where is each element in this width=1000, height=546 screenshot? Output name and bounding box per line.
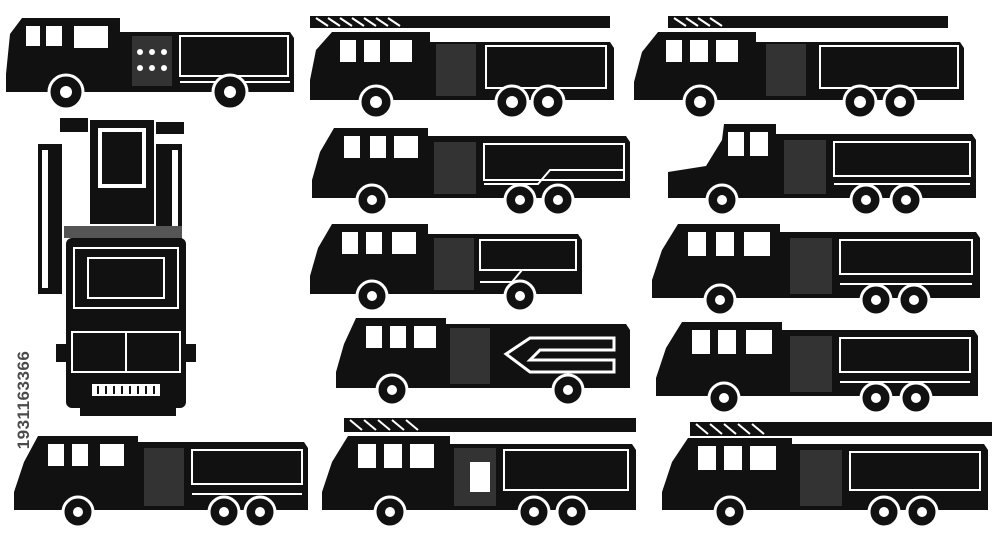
fire-engine-ladder (662, 422, 992, 529)
fire-engine-ladder (322, 418, 636, 529)
fire-engine-tanker (656, 322, 978, 415)
fire-engine-ladder (310, 16, 614, 118)
stock-image-id-watermark: 1931163366 (14, 300, 34, 500)
fire-engine-pumper (6, 18, 294, 110)
fire-engine-tanker (312, 128, 630, 217)
fire-engine-tanker (652, 224, 980, 317)
fire-engine-pumper (14, 436, 308, 529)
fire-engine-rescue (336, 318, 630, 407)
fire-engine-ladder (634, 16, 964, 118)
fire-engine-conventional-cab (668, 124, 976, 217)
stock-image-id-text: 1931163366 (14, 350, 33, 450)
fire-engine-top-view (38, 118, 196, 416)
fire-engine-pumper (310, 224, 582, 313)
